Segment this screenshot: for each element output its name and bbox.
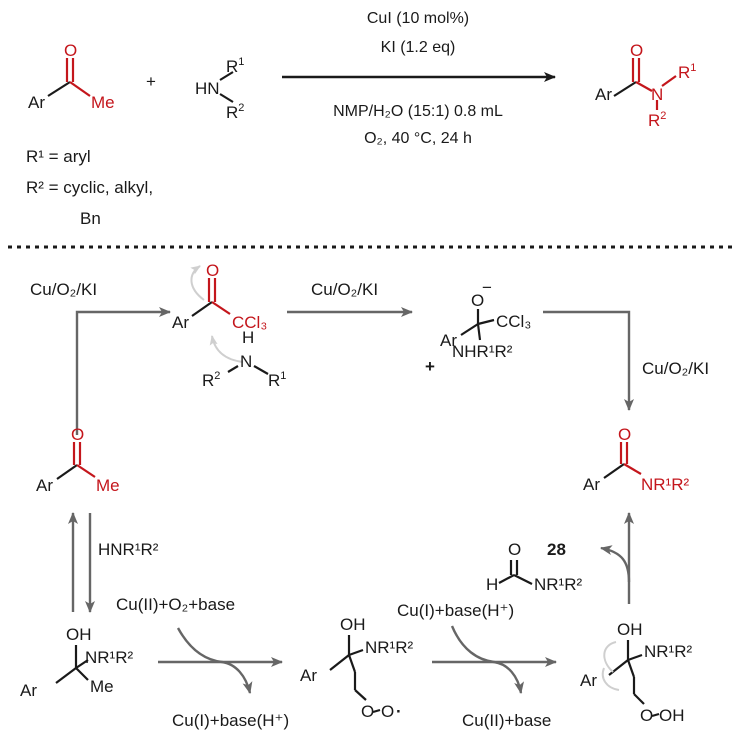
curved-arrow-cu2 <box>176 627 253 694</box>
svg-text:NR¹R²: NR¹R² <box>85 648 133 667</box>
cu2-reagent: Cu(II)+O₂+base <box>116 595 235 614</box>
svg-text:Me: Me <box>90 677 114 696</box>
product-ar-label: Ar <box>595 85 612 104</box>
curly-arrow-amine <box>209 335 244 363</box>
curly-arrow-fragmentation-2 <box>601 667 620 691</box>
svg-text:OH: OH <box>617 620 643 639</box>
svg-text:NR¹R²: NR¹R² <box>534 575 582 594</box>
svg-text:Ar: Ar <box>440 331 457 350</box>
svg-text:H: H <box>486 575 498 594</box>
svg-text:N: N <box>240 352 252 371</box>
condition-catalyst: CuI (10 mol%) <box>367 10 469 27</box>
peroxy-radical: OH NR¹R² Ar O O · <box>300 615 413 721</box>
svg-text:OH: OH <box>340 615 366 634</box>
svg-text:NR¹R²: NR¹R² <box>644 642 692 661</box>
svg-text:Ar: Ar <box>580 671 597 690</box>
bond-ar-c <box>47 81 71 97</box>
svg-text:Ar: Ar <box>20 681 37 700</box>
amine-reactant: HN R1 R2 <box>195 56 244 122</box>
svg-text:O: O <box>508 540 521 559</box>
svg-text:O: O <box>206 261 219 280</box>
svg-text:O: O <box>71 425 84 444</box>
product-n-label: N <box>651 85 663 104</box>
definition-r2: R² = cyclic, alkyl, <box>26 178 153 197</box>
reagent-label-2: Cu/O₂/KI <box>311 280 378 299</box>
bond-c-me <box>69 81 91 97</box>
condition-additive: KI (1.2 eq) <box>381 39 456 56</box>
attacking-amine: H N R2 R1 <box>202 328 286 390</box>
r2-label: R2 <box>226 102 244 122</box>
svg-text:O: O <box>618 425 631 444</box>
ccl3-label: CCl₃ <box>232 313 267 332</box>
svg-text:Ar: Ar <box>300 666 317 685</box>
cu2-byproduct: Cu(II)+base <box>462 711 551 730</box>
arrow-adduct-to-amide <box>543 310 634 411</box>
svg-text:NR¹R²: NR¹R² <box>365 638 413 657</box>
o-label: O <box>64 41 77 60</box>
curved-arrow-cu1 <box>450 625 525 694</box>
reagent-label-1: Cu/O₂/KI <box>30 280 97 299</box>
alkoxide-o: O <box>471 291 484 310</box>
amide-final: Ar O NR¹R² <box>583 425 689 494</box>
svg-text:CCl₃: CCl₃ <box>496 312 531 331</box>
svg-text:Ar: Ar <box>172 313 189 332</box>
compound-number-28: 28 <box>547 540 566 559</box>
ketone-start: Ar O Me <box>36 425 120 495</box>
svg-text:NHR¹R²: NHR¹R² <box>452 342 513 361</box>
svg-text:Ar: Ar <box>583 475 600 494</box>
svg-text:Me: Me <box>96 476 120 495</box>
ketone-reactant: Ar Me O <box>28 41 115 112</box>
svg-text:Ar: Ar <box>36 476 53 495</box>
svg-text:O: O <box>361 702 374 721</box>
formamide-28: 28 O H NR¹R² <box>486 540 582 594</box>
product-r1-label: R1 <box>678 62 696 82</box>
cu1-reagent: Cu(I)+base(H⁺) <box>397 601 514 620</box>
curly-arrow-fragmentation-1 <box>603 641 617 673</box>
final-nr1r2: NR¹R² <box>641 475 689 494</box>
definition-r1: R¹ = aryl <box>26 147 91 166</box>
positive-charge: + <box>425 357 435 376</box>
hn-label: HN <box>195 79 220 98</box>
svg-text:O: O <box>381 702 394 721</box>
arrow-to-formamide <box>600 545 631 583</box>
product-r2-label: R2 <box>648 110 666 130</box>
svg-text:OH: OH <box>66 625 92 644</box>
svg-text:H: H <box>242 328 254 347</box>
radical-dot: · <box>396 702 402 721</box>
hemiaminal: OH NR¹R² Ar Me <box>20 625 133 700</box>
definition-r2-continued: Bn <box>80 209 101 228</box>
condition-atmosphere: O₂, 40 °C, 24 h <box>364 130 472 147</box>
svg-text:R1: R1 <box>268 370 286 390</box>
me-label: Me <box>91 93 115 112</box>
curly-arrow-carbonyl <box>190 265 205 301</box>
reagent-label-3: Cu/O₂/KI <box>642 359 709 378</box>
cu1-byproduct: Cu(I)+base(H⁺) <box>172 711 289 730</box>
hydroperoxide: OH NR¹R² Ar O OH <box>580 620 692 725</box>
product-o-label: O <box>630 41 643 60</box>
arrow-ketone-to-ccl3 <box>75 307 171 435</box>
top-reaction: Ar Me O + HN R1 R2 CuI (10 mol%) KI (1.2… <box>26 10 696 228</box>
svg-text:OH: OH <box>659 706 685 725</box>
condition-solvent: NMP/H₂O (15:1) 0.8 mL <box>333 103 503 120</box>
svg-text:R2: R2 <box>202 370 220 390</box>
svg-text:O: O <box>640 706 653 725</box>
r1-label: R1 <box>226 56 244 76</box>
trichloroketone: Ar O CCl₃ <box>172 261 267 363</box>
amide-product: Ar O N R1 R2 <box>595 41 696 130</box>
amine-reagent: HNR¹R² <box>98 540 159 559</box>
ar-label: Ar <box>28 93 45 112</box>
plus-sign: + <box>146 72 156 91</box>
mechanism: Cu/O₂/KI Cu/O₂/KI Cu/O₂/KI Ar O CCl₃ H N… <box>20 261 709 730</box>
negative-charge: − <box>482 278 492 297</box>
tetrahedral-adduct: O − Ar CCl₃ NHR¹R² + <box>425 278 531 376</box>
